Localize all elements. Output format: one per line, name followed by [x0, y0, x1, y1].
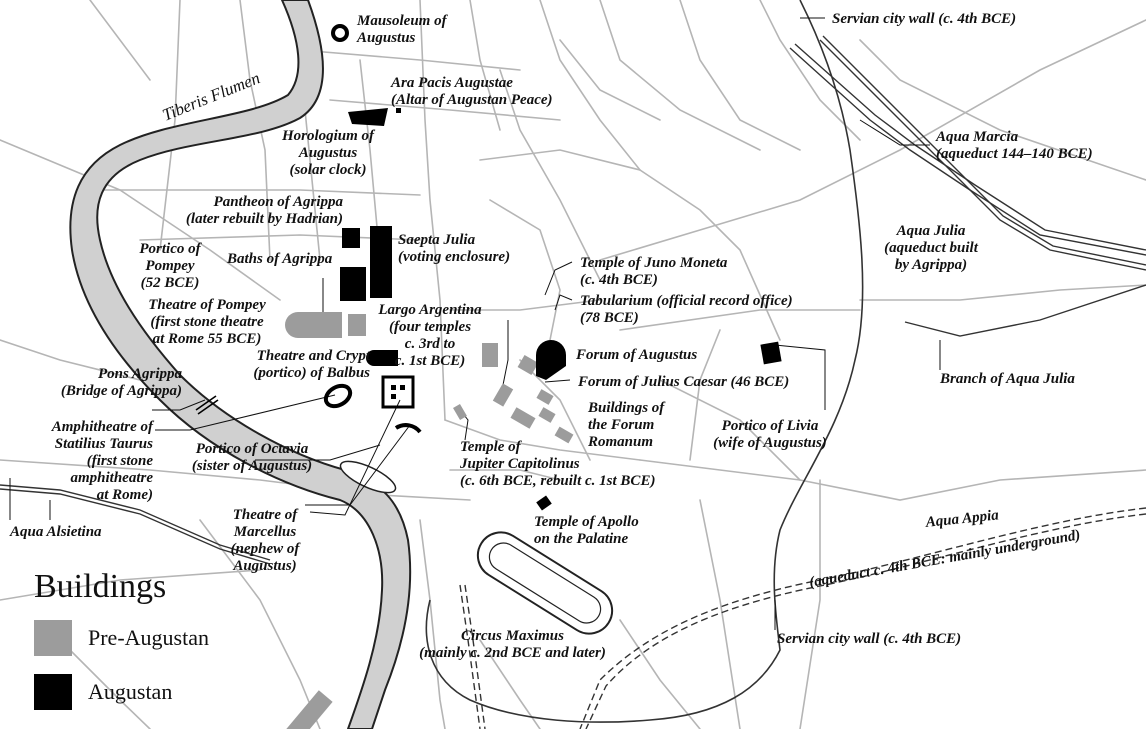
horologium-of-augustus	[348, 108, 388, 126]
label-tabularium: Tabularium (official record office) (78 …	[580, 293, 793, 326]
theatre-of-balbus	[366, 350, 398, 366]
theatre-of-marcellus	[394, 423, 422, 434]
label-servian-bottom: Servian city wall (c. 4th BCE)	[777, 631, 962, 647]
label-jupiter: Temple of Jupiter Capitolinus (c. 6th BC…	[460, 439, 656, 489]
ara-pacis	[396, 108, 401, 113]
legend-label-augustan: Augustan	[88, 679, 173, 704]
portico-of-octavia	[381, 375, 415, 409]
label-baths-agrippa: Baths of Agrippa	[227, 251, 333, 267]
forum-caesar	[517, 354, 539, 376]
label-juno-moneta: Temple of Juno Moneta (c. 4th BCE)	[580, 255, 728, 288]
augustan-buildings	[323, 24, 782, 511]
forum-of-augustus	[536, 340, 566, 380]
forum-romanum-2	[510, 407, 536, 429]
label-forum-augustus: Forum of Augustus	[576, 347, 698, 363]
legend-title: Buildings	[34, 568, 167, 605]
servian-wall	[425, 0, 864, 723]
label-circus-maximus: Circus Maximus (mainly c. 2nd BCE and la…	[419, 628, 606, 661]
jupiter-capitolinus	[453, 403, 467, 421]
forum-romanum-1	[536, 389, 554, 405]
label-portico-livia: Portico of Livia (wife of Augustus)	[713, 418, 827, 451]
label-mausoleum: Mausoleum of Augustus	[357, 13, 447, 46]
label-apollo: Temple of Apollo on the Palatine	[534, 514, 639, 547]
portico-of-pompey	[348, 314, 366, 336]
label-horologium: Horologium of Augustus (solar clock)	[281, 128, 375, 178]
forum-romanum-3	[538, 407, 556, 423]
label-servian-top: Servian city wall (c. 4th BCE)	[832, 11, 1017, 27]
portico-of-livia	[760, 341, 782, 365]
temple-apollo	[536, 495, 552, 511]
legend-swatch-pre-augustan	[34, 620, 72, 656]
label-branch-aqua-julia: Branch of Aqua Julia	[940, 371, 1075, 387]
label-pantheon: Pantheon of Agrippa (later rebuilt by Ha…	[185, 194, 343, 227]
label-aqua-marcia: Aqua Marcia (aqueduct 144–140 BCE)	[936, 129, 1093, 162]
label-forum-romanum: Buildings of the Forum Romanum	[588, 400, 665, 450]
label-theatre-pompey: Theatre of Pompey (first stone theatre a…	[148, 297, 266, 347]
pantheon-of-agrippa	[342, 228, 360, 248]
label-saepta-julia: Saepta Julia (voting enclosure)	[398, 232, 511, 265]
pons-agrippa	[195, 395, 219, 415]
aqueducts	[0, 35, 1146, 565]
aqua-appia-line	[459, 507, 1146, 729]
largo-argentina	[482, 343, 498, 367]
saepta-julia	[370, 226, 392, 298]
legend-swatch-augustan	[34, 674, 72, 710]
label-theatre-balbus: Theatre and Crypt (portico) of Balbus	[253, 348, 370, 381]
mausoleum-of-augustus	[331, 24, 349, 42]
amphitheatre-of-taurus	[323, 383, 353, 409]
legend-label-pre-augustan: Pre-Augustan	[88, 625, 209, 650]
circus-maximus	[476, 531, 614, 635]
baths-of-agrippa	[340, 267, 366, 301]
label-ara-pacis: Ara Pacis Augustae (Altar of Augustan Pe…	[391, 75, 553, 108]
label-largo-argentina: Largo Argentina (four temples c. 3rd to …	[378, 302, 482, 369]
label-aqua-julia: Aqua Julia (aqueduct built by Agrippa)	[884, 223, 978, 273]
theatre-of-pompey	[285, 312, 342, 338]
label-portico-octavia: Portico of Octavia (sister of Augustus)	[191, 441, 313, 474]
label-forum-julius: Forum of Julius Caesar (46 BCE)	[578, 374, 790, 390]
pre-augustan-sw	[285, 690, 333, 729]
label-theatre-marcellus: Theatre of Marcellus (nephew of Augustus…	[230, 507, 300, 574]
label-amphitheatre: Amphitheatre of Statilius Taurus (first …	[51, 419, 153, 503]
label-portico-pompey: Portico of Pompey (52 BCE)	[139, 241, 201, 291]
tabularium-bldg	[492, 383, 514, 407]
label-pons-agrippa: Pons Agrippa (Bridge of Agrippa)	[60, 366, 182, 399]
forum-romanum-4	[554, 426, 574, 444]
tiber-river	[69, 0, 412, 729]
label-aqua-alsietina: Aqua Alsietina	[10, 524, 102, 540]
